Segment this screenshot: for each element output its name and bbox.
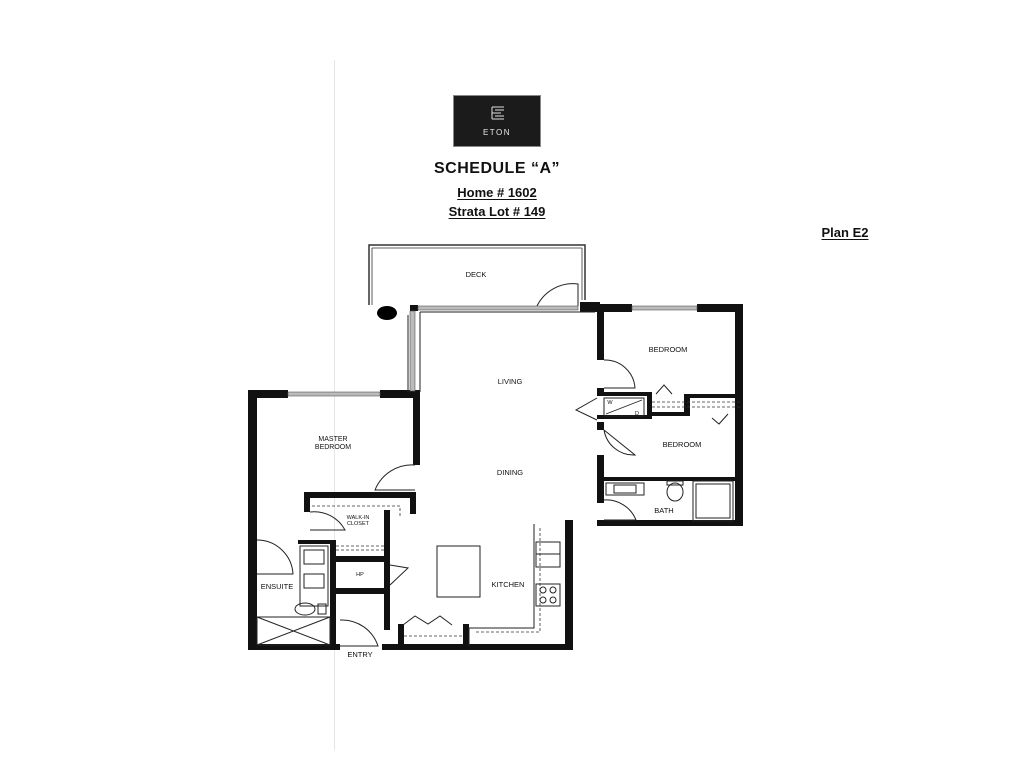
page-fold-line (334, 60, 335, 750)
washer-dryer (603, 397, 645, 417)
door-swings (256, 359, 729, 647)
plan-label: Plan E2 (821, 225, 869, 240)
label-dining: DINING (497, 468, 523, 477)
exterior-walls (248, 302, 743, 650)
label-kitchen: KITCHEN (492, 580, 525, 589)
label-washer: W (607, 400, 613, 406)
deck-fixture-icon (377, 306, 397, 320)
kitchen-counter (468, 524, 561, 646)
label-dryer: D (635, 411, 639, 417)
label-bedroom-2: BEDROOM (663, 440, 702, 449)
label-bath: BATH (654, 506, 673, 515)
label-bedroom-1: BEDROOM (649, 345, 688, 354)
strata-lot-number: Strata Lot # 149 (448, 204, 546, 219)
bath-fixtures (605, 480, 734, 522)
label-entry: ENTRY (347, 650, 372, 659)
windows (287, 305, 698, 397)
label-hp: HP (356, 572, 364, 578)
label-deck: DECK (466, 270, 487, 279)
eton-logo-icon (491, 106, 504, 120)
label-ensuite: ENSUITE (261, 582, 294, 591)
label-master-bedroom-2: BEDROOM (315, 444, 351, 451)
ensuite-fixtures (256, 545, 331, 646)
label-master-bedroom-1: MASTER (318, 436, 347, 443)
eton-logo: ETON (453, 95, 541, 147)
label-walk-in-2: CLOSET (347, 521, 370, 527)
closet-shelves (312, 401, 742, 637)
logo-brand-text: ETON (482, 128, 512, 137)
schedule-title: SCHEDULE “A” (433, 160, 560, 177)
kitchen-island (436, 545, 481, 598)
deck-door-swing (536, 283, 579, 307)
home-number: Home # 1602 (457, 185, 537, 200)
living-wall-inner (407, 311, 595, 392)
label-walk-in-1: WALK-IN (347, 515, 370, 521)
deck-outline (368, 244, 586, 305)
label-living: LIVING (498, 377, 523, 386)
